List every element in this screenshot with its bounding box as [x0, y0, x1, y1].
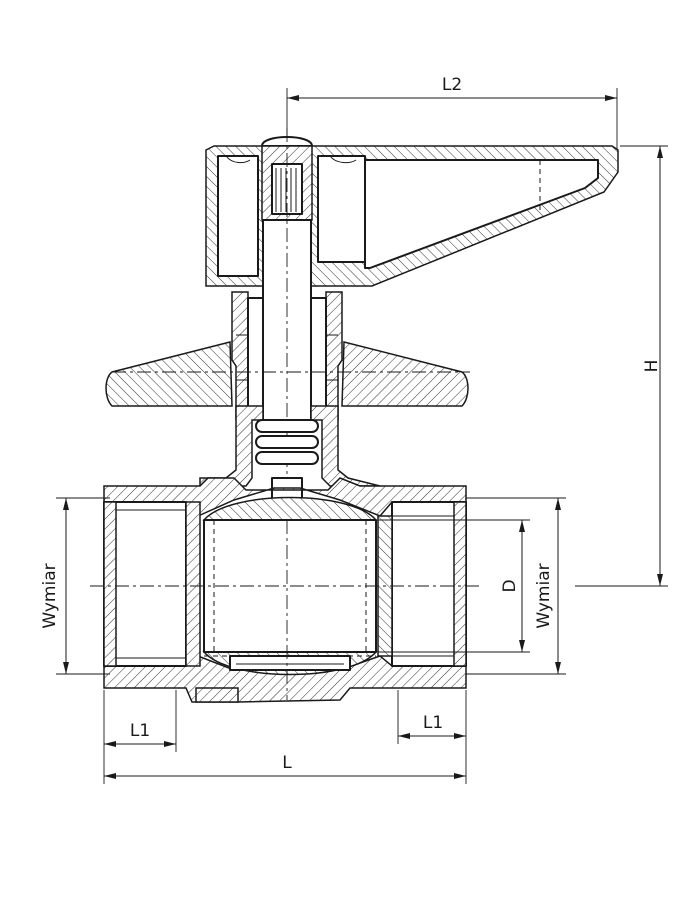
wing-plate [105, 341, 470, 407]
dimension-label-l2: L2 [442, 75, 462, 95]
dimension-h: H [575, 145, 668, 587]
dimension-label-wymiar-left: Wymiar [40, 563, 60, 628]
packing-rings [199, 405, 381, 509]
dimension-l1-right: L1 [397, 690, 467, 744]
dimension-l2: L2 [286, 75, 618, 150]
bonnet [231, 291, 343, 421]
dimension-label-l: L [282, 753, 292, 773]
dimension-label-l1-right: L1 [423, 713, 443, 733]
dimension-wymiar-left: Wymiar [40, 497, 110, 675]
dimension-l: L [103, 744, 467, 784]
dimension-label-l1-left: L1 [130, 721, 150, 741]
dimension-l1-left: L1 [103, 690, 177, 752]
dimension-label-wymiar-right: Wymiar [534, 563, 554, 628]
dimension-label-h: H [642, 360, 662, 373]
valve-body [90, 477, 480, 703]
dimension-wymiar-right: Wymiar [466, 497, 566, 675]
dimension-d: D [378, 519, 530, 653]
dimension-label-d: D [500, 579, 520, 592]
